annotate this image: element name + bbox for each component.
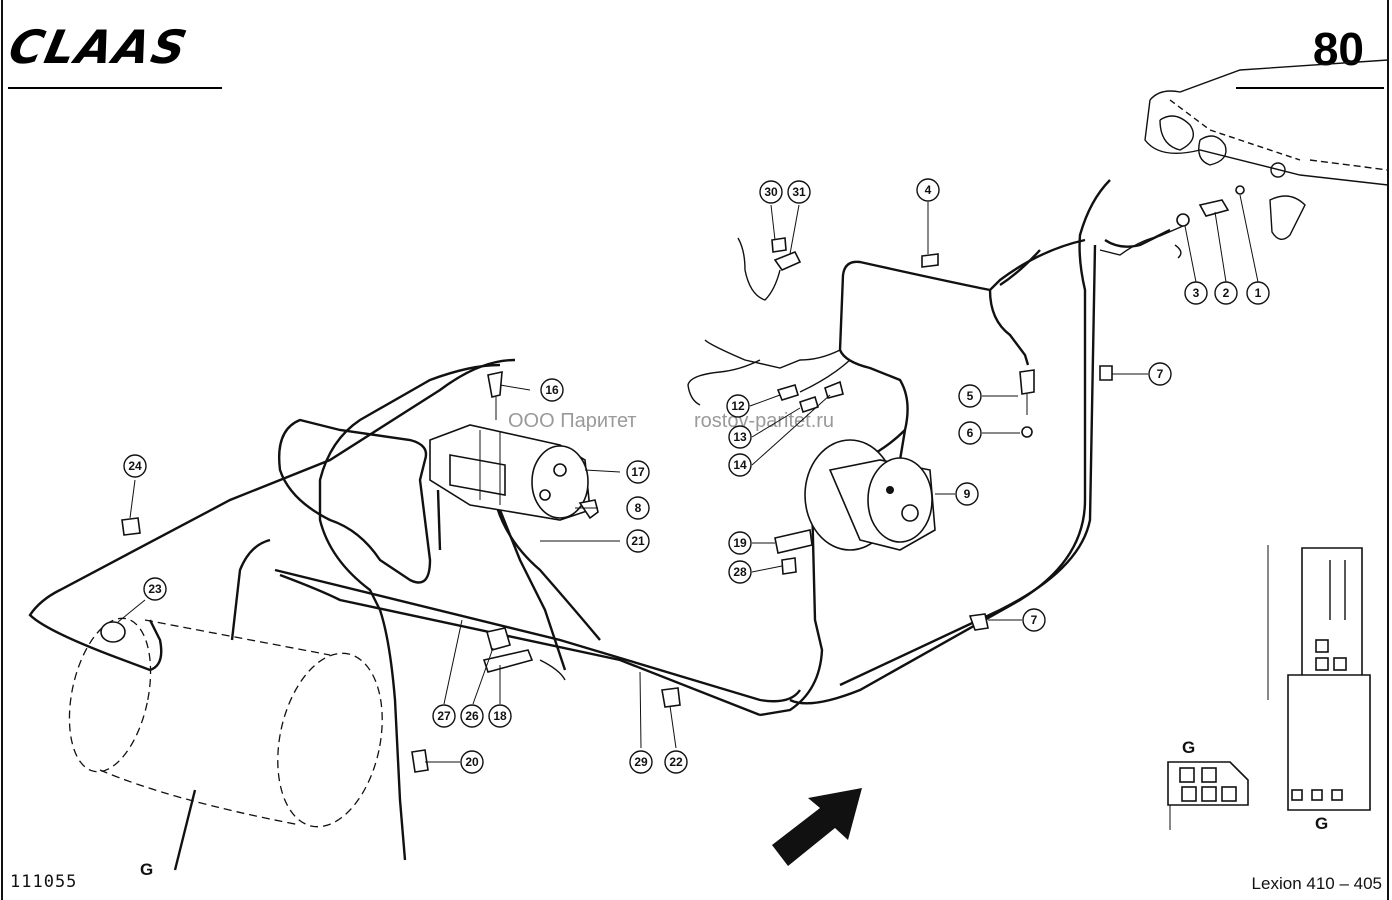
part-18 xyxy=(482,649,534,673)
part-24 xyxy=(121,517,141,536)
svg-text:4: 4 xyxy=(925,183,932,197)
callout-18: 18 xyxy=(488,704,512,728)
callout-23: 23 xyxy=(143,577,167,601)
main-harness xyxy=(28,179,1171,871)
inset-large-g xyxy=(1267,545,1371,811)
callout-9: 9 xyxy=(955,482,979,506)
part-31 xyxy=(773,250,802,271)
svg-text:31: 31 xyxy=(792,185,806,199)
model-name: Lexion 410 – 405 xyxy=(1251,874,1382,893)
part-28 xyxy=(781,557,797,575)
sensor-parts-1-3 xyxy=(1099,185,1245,259)
callout-1: 1 xyxy=(1246,281,1270,305)
battery-cylinder xyxy=(68,617,383,828)
part-22 xyxy=(661,687,681,708)
part-8 xyxy=(578,499,599,520)
svg-text:18: 18 xyxy=(493,709,507,723)
part-23 xyxy=(100,621,126,643)
callout-27: 27 xyxy=(432,704,456,728)
svg-text:19: 19 xyxy=(733,536,747,550)
callout-29: 29 xyxy=(629,750,653,774)
svg-text:17: 17 xyxy=(631,465,645,479)
part-26 xyxy=(486,627,511,651)
view-label-main: G xyxy=(140,860,154,879)
svg-text:21: 21 xyxy=(631,534,645,548)
leader-lines xyxy=(117,194,1259,763)
callout-2: 2 xyxy=(1214,281,1238,305)
svg-text:13: 13 xyxy=(733,430,747,444)
callout-19: 19 xyxy=(728,531,752,555)
callout-6: 6 xyxy=(958,421,982,445)
callout-20: 20 xyxy=(460,750,484,774)
callout-26: 26 xyxy=(460,704,484,728)
callout-7-bottom: 7 xyxy=(1022,608,1046,632)
svg-text:23: 23 xyxy=(148,582,162,596)
svg-text:29: 29 xyxy=(634,755,648,769)
svg-text:1: 1 xyxy=(1255,286,1262,300)
part-19 xyxy=(774,529,813,554)
svg-text:24: 24 xyxy=(128,459,142,473)
part-6 xyxy=(1021,426,1033,438)
svg-text:14: 14 xyxy=(733,458,747,472)
part-30 xyxy=(771,237,787,253)
svg-text:16: 16 xyxy=(545,383,559,397)
part-16 xyxy=(487,370,503,398)
callout-30: 30 xyxy=(759,180,783,204)
watermark-site: rostov-paritet.ru xyxy=(694,410,835,432)
small-parts xyxy=(100,237,1113,773)
callout-22: 22 xyxy=(664,750,688,774)
alternator xyxy=(804,439,936,551)
part-20 xyxy=(411,749,429,773)
svg-text:27: 27 xyxy=(437,709,451,723)
callout-7-top: 7 xyxy=(1148,362,1172,386)
chassis-sketch xyxy=(1144,59,1389,240)
svg-text:28: 28 xyxy=(733,565,747,579)
callout-28: 28 xyxy=(728,560,752,584)
part-12 xyxy=(776,384,799,401)
callout-24: 24 xyxy=(123,454,147,478)
part-7b xyxy=(968,613,989,631)
part-4 xyxy=(921,253,939,268)
view-label-inset-large: G xyxy=(1315,814,1329,833)
inset-small-g xyxy=(1167,761,1249,830)
part-7a xyxy=(1099,365,1113,381)
page-number-underline xyxy=(1236,87,1384,89)
svg-text:5: 5 xyxy=(967,389,974,403)
callout-5: 5 xyxy=(958,384,982,408)
callout-21: 21 xyxy=(626,529,650,553)
svg-text:30: 30 xyxy=(764,185,778,199)
svg-text:20: 20 xyxy=(465,755,479,769)
callout-31: 31 xyxy=(787,180,811,204)
svg-text:7: 7 xyxy=(1031,613,1038,627)
callout-4: 4 xyxy=(916,178,940,202)
svg-text:7: 7 xyxy=(1157,367,1164,381)
svg-text:12: 12 xyxy=(731,399,745,413)
callout-14: 14 xyxy=(728,453,752,477)
svg-text:22: 22 xyxy=(669,755,683,769)
svg-text:26: 26 xyxy=(465,709,479,723)
drawing-number: 111055 xyxy=(10,872,78,892)
svg-text:2: 2 xyxy=(1223,286,1230,300)
direction-arrow xyxy=(772,788,862,866)
callout-3: 3 xyxy=(1184,281,1208,305)
callout-8: 8 xyxy=(626,496,650,520)
part-13 xyxy=(799,395,819,414)
svg-text:9: 9 xyxy=(964,487,971,501)
callout-17: 17 xyxy=(626,460,650,484)
part-14 xyxy=(824,380,844,399)
svg-text:3: 3 xyxy=(1193,286,1200,300)
page-number: 80 xyxy=(1312,23,1364,75)
callout-12: 12 xyxy=(726,394,750,418)
callout-16: 16 xyxy=(540,378,564,402)
part-5 xyxy=(1019,369,1035,395)
callout-13: 13 xyxy=(728,425,752,449)
watermark-company: ООО Паритет xyxy=(508,410,637,432)
view-label-inset-small: G xyxy=(1182,738,1196,757)
starter-motor xyxy=(429,424,591,521)
svg-text:8: 8 xyxy=(635,501,642,515)
svg-text:6: 6 xyxy=(967,426,974,440)
logo-underline xyxy=(8,87,222,89)
